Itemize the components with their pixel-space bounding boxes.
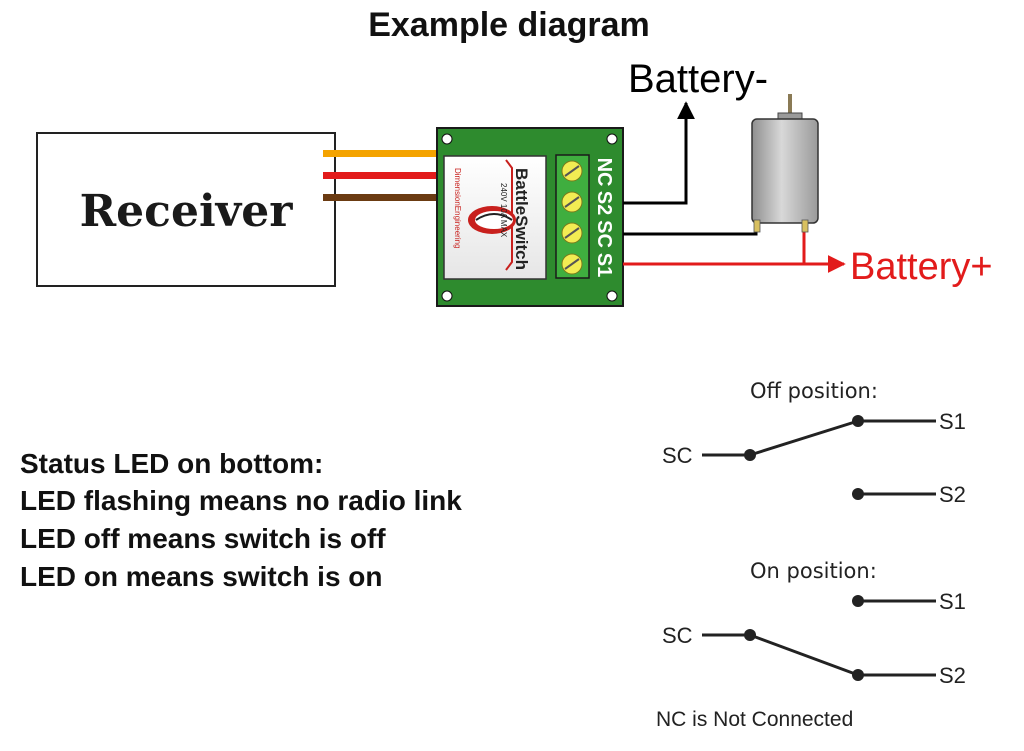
terminal-label-s2: S2: [593, 191, 615, 215]
switch-on-schematic: On position: S1 SC S2: [662, 559, 966, 688]
mounting-hole: [441, 133, 453, 145]
wire-orange: [323, 150, 440, 157]
motor-can: [751, 118, 819, 224]
nc-note: NC is Not Connected: [656, 708, 853, 731]
relay-maker: DimensionEngineering: [453, 168, 462, 249]
on-position-heading: On position:: [750, 559, 877, 583]
on-s1-label: S1: [939, 589, 966, 614]
motor-shaft: [788, 94, 792, 118]
relay-spec: 240V 10A MAX: [499, 183, 508, 238]
off-s1-label: S1: [939, 409, 966, 434]
receiver-box: [36, 132, 336, 287]
servo-lead: [323, 150, 440, 201]
terminal-block: NC S2 SC S1: [555, 154, 615, 279]
receiver: Receiver: [36, 132, 336, 287]
status-line-on: LED on means switch is on: [20, 561, 383, 592]
on-sc-label: SC: [662, 623, 693, 648]
wire-red: [323, 172, 440, 179]
switch-off-schematic: Off position: SC S1 S2: [662, 379, 966, 507]
terminal-screw: [561, 253, 583, 275]
mounting-hole: [606, 133, 618, 145]
motor-tab: [801, 219, 809, 233]
terminal-label-nc: NC: [593, 158, 615, 187]
mounting-hole: [606, 290, 618, 302]
battery-plus-label: Battery+: [850, 246, 993, 288]
motor: [751, 94, 819, 233]
status-line-off: LED off means switch is off: [20, 523, 386, 554]
battery-minus-label: Battery-: [628, 57, 768, 101]
terminal-label-sc: SC: [593, 220, 615, 248]
status-heading: Status LED on bottom:: [20, 448, 323, 479]
battery-minus-wire: [623, 101, 695, 205]
on-switch-arm: [749, 633, 859, 677]
terminal-screw: [561, 222, 583, 244]
receiver-label: Receiver: [80, 186, 294, 237]
on-s2-label: S2: [939, 663, 966, 688]
off-s2-label: S2: [939, 482, 966, 507]
relay-logo-arc: [475, 213, 513, 221]
off-sc-label: SC: [662, 443, 693, 468]
terminal-screw: [561, 160, 583, 182]
wire-brown: [323, 194, 440, 201]
motor-tab: [753, 219, 761, 233]
off-switch-arm: [749, 419, 859, 457]
relay-brand: BattleSwitch: [512, 168, 531, 270]
relay: BattleSwitch 240V 10A MAX DimensionEngin…: [443, 155, 547, 280]
motor-negative-wire: [623, 223, 758, 236]
diagram-title: Example diagram: [368, 6, 650, 44]
battleswitch-board: BattleSwitch 240V 10A MAX DimensionEngin…: [436, 127, 624, 307]
off-position-heading: Off position:: [750, 379, 878, 403]
terminal-screw: [561, 191, 583, 213]
terminal-label-s1: S1: [593, 253, 615, 277]
status-led-info: Status LED on bottom: LED flashing means…: [20, 448, 462, 592]
mounting-hole: [441, 290, 453, 302]
status-line-flashing: LED flashing means no radio link: [20, 485, 462, 516]
